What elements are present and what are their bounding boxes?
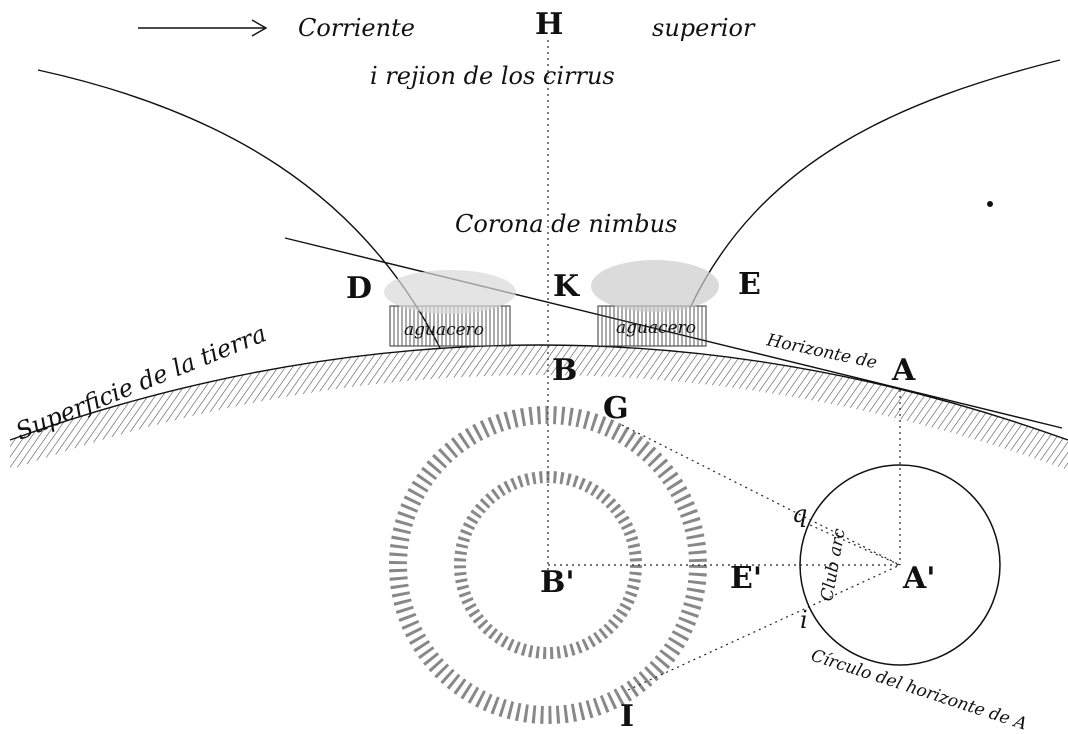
letter-a-prime: A' bbox=[902, 561, 935, 596]
g-to-aprime bbox=[621, 424, 901, 566]
letter-q: q bbox=[792, 500, 807, 528]
letter-g: G bbox=[603, 391, 629, 426]
right-cirrus-curve bbox=[689, 59, 1061, 309]
letter-i-upper: I bbox=[620, 699, 634, 734]
superior-label: superior bbox=[652, 14, 756, 42]
earth-surface-hatch bbox=[10, 345, 1068, 470]
aguacero-right-label: aguacero bbox=[616, 318, 696, 338]
aguacero-right-block bbox=[591, 260, 719, 347]
earth-surface-arc bbox=[9, 344, 1068, 441]
letter-e-prime: E' bbox=[730, 561, 762, 596]
letter-k: K bbox=[553, 269, 580, 304]
aguacero-left-label: aguacero bbox=[404, 320, 484, 340]
club-arc-label: Club arc bbox=[817, 527, 850, 603]
letter-a: A bbox=[891, 353, 916, 388]
letter-e: E bbox=[738, 267, 761, 302]
ink-dot bbox=[987, 201, 993, 207]
letter-h: H bbox=[535, 7, 563, 42]
current-label: Corriente bbox=[298, 14, 415, 42]
letter-d: D bbox=[346, 271, 372, 306]
letter-i: i bbox=[800, 606, 808, 634]
current-arrow bbox=[138, 19, 268, 37]
cirrus-region-label: i rejion de los cirrus bbox=[370, 62, 615, 90]
inner-storm-ring bbox=[454, 471, 642, 659]
letter-b-prime: B' bbox=[540, 565, 575, 600]
horizon-circle-label: Círculo del horizonte de A bbox=[808, 646, 1029, 734]
corona-label: Corona de nimbus bbox=[455, 210, 677, 238]
aguacero-left-block bbox=[384, 270, 516, 347]
q-to-aprime bbox=[809, 524, 901, 566]
letter-b: B bbox=[552, 353, 577, 388]
left-cirrus-curve bbox=[37, 69, 441, 349]
i-to-aprime bbox=[627, 564, 901, 691]
